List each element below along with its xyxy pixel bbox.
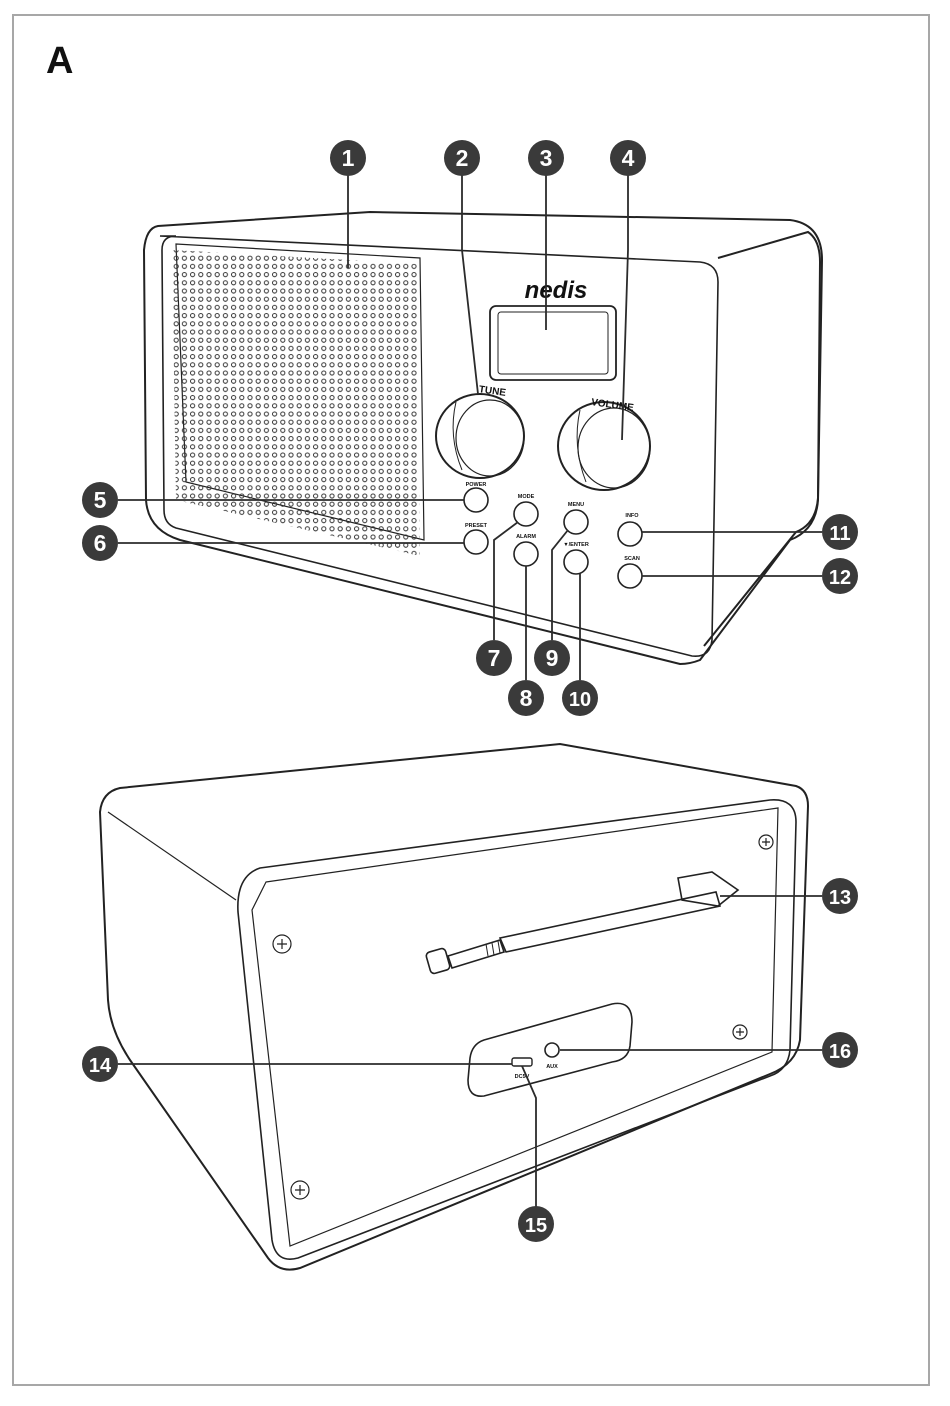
callout-number: 12 [829,567,851,589]
enter-button [563,549,589,575]
callout-8: 8 [508,680,544,716]
preset-button [463,529,489,555]
callout-11: 11 [822,514,858,550]
volume-label: VOLUME [590,397,634,414]
power-button [463,487,489,513]
callout-1: 1 [330,140,366,176]
info-label: INFO [625,513,639,519]
scan-button [617,563,643,589]
back-panel-inner [251,807,779,1247]
aux-label: AUX [546,1064,558,1070]
power-label: POWER [466,482,487,488]
callout-number: 9 [546,645,559,671]
callout-number: 14 [89,1055,112,1077]
callout-12: 12 [822,558,858,594]
callout-number: 1 [342,145,355,171]
callout-number: 3 [540,145,553,171]
back-body-outline [98,742,810,1271]
callout-number: 6 [94,530,107,556]
alarm-label: ALARM [516,534,536,540]
front-view [142,210,824,666]
speaker-grille [172,250,420,556]
callout-6: 6 [82,525,118,561]
telescopic-antenna [425,871,740,975]
tune-label: TUNE [478,384,507,399]
callout-10: 10 [562,680,598,716]
callout-number: 11 [829,523,850,545]
callout-number: 13 [829,887,851,909]
back-view [98,742,810,1271]
back-panel-outer [237,799,797,1260]
mode-button [513,501,539,527]
alarm-button [513,541,539,567]
callout-9: 9 [534,640,570,676]
page-frame [12,14,930,1386]
figure-letter: A [46,40,74,82]
callout-4: 4 [610,140,646,176]
front-body-outline [142,210,824,666]
callout-number: 5 [94,487,107,513]
leader-lines [118,175,822,1208]
callout-14: 14 [82,1046,118,1082]
preset-label: PRESET [465,523,488,529]
tune-knob [435,393,525,479]
menu-label: MENU [568,502,584,508]
callout-number: 10 [569,689,591,711]
volume-knob [557,401,651,491]
back-left-side [107,811,237,901]
lcd-display [489,305,617,381]
callout-number: 2 [456,145,469,171]
mode-label: MODE [518,494,535,500]
callout-13: 13 [822,878,858,914]
dc-port [511,1057,533,1067]
callout-number: 16 [829,1041,851,1063]
callout-number: 15 [525,1215,547,1237]
callout-2: 2 [444,140,480,176]
front-right-side [703,230,822,647]
dc-label: DC5V [515,1074,530,1080]
callout-16: 16 [822,1032,858,1068]
callout-number: 7 [488,645,501,671]
front-face-panel [159,235,719,657]
callout-15: 15 [518,1206,554,1242]
info-button [617,521,643,547]
callout-5: 5 [82,482,118,518]
callout-7: 7 [476,640,512,676]
callout-number: 4 [622,145,635,171]
menu-button [563,509,589,535]
enter-label: ▼/ENTER [563,542,589,548]
scan-label: SCAN [624,556,640,562]
callout-number: 8 [520,685,533,711]
brand-logo: nedis [525,277,588,304]
screw-icon [272,834,774,1200]
port-recess [467,1002,633,1097]
aux-port [544,1042,560,1058]
callout-3: 3 [528,140,564,176]
